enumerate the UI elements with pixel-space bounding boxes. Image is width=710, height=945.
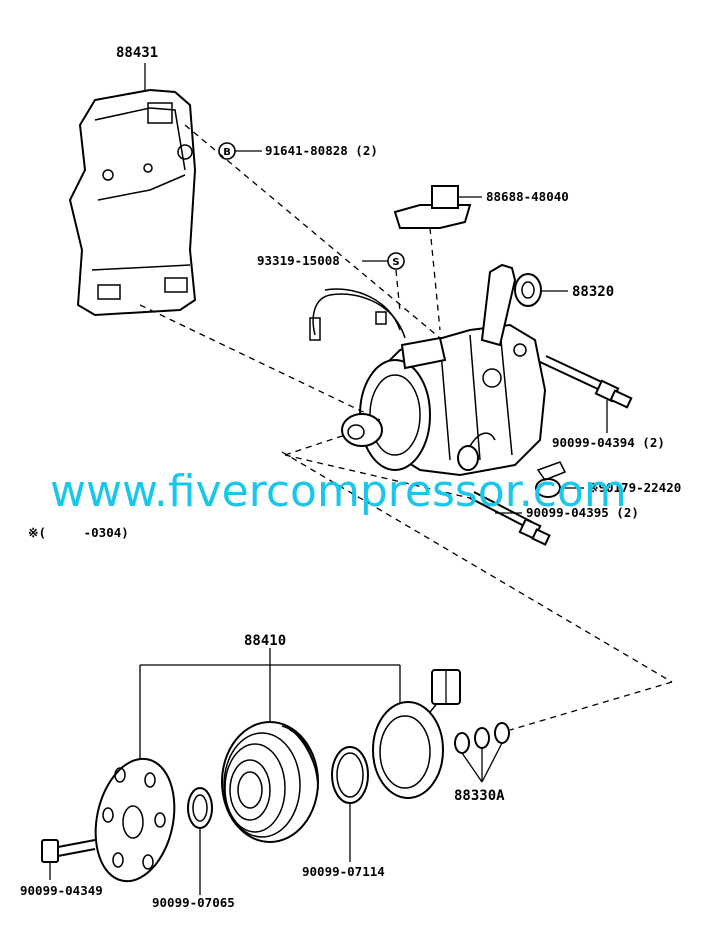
label-bolt-b: 91641-80828 (2) xyxy=(265,143,378,158)
hub-plate-drawing xyxy=(94,757,176,883)
watermark-text: www.fivercompressor.com xyxy=(50,466,627,517)
svg-text:B: B xyxy=(223,147,231,158)
label-bracket: 88431 xyxy=(116,45,158,61)
snap-ring-large-drawing xyxy=(331,746,369,862)
label-shims: 88330A xyxy=(454,788,505,804)
marker-b: B xyxy=(218,142,262,160)
pulley-drawing xyxy=(221,721,319,843)
label-bolt-short: 90099-04395 (2) xyxy=(526,505,639,520)
upper-dashed-lines xyxy=(139,124,471,499)
compressor-drawing xyxy=(309,263,547,477)
label-plate: 88688-48040 xyxy=(486,189,569,204)
label-snap-ring-small: 90099-07065 xyxy=(152,895,235,910)
label-clutch-assy: 88410 xyxy=(244,633,286,649)
svg-text:S: S xyxy=(392,257,399,268)
field-coil-drawing xyxy=(372,669,461,799)
bracket-drawing xyxy=(68,63,197,317)
hub-bolt-drawing xyxy=(41,839,96,880)
plate-drawing xyxy=(393,185,472,331)
bolt-long-drawing xyxy=(539,355,633,409)
snap-ring-small-drawing xyxy=(187,787,213,895)
label-bolt-long: 90099-04394 (2) xyxy=(552,435,665,450)
marker-s: S xyxy=(362,252,405,270)
label-snap-ring-large: 90099-07114 xyxy=(302,864,385,879)
label-clip: ※90179-22420 xyxy=(588,480,681,495)
shims-drawing xyxy=(454,722,510,783)
label-stud-s: 93319-15008 xyxy=(257,253,340,268)
label-hub-bolt: 90099-04349 xyxy=(20,883,103,898)
label-note: ※( -0304) xyxy=(28,525,129,540)
lower-dashed-lines xyxy=(281,451,673,731)
label-compressor: 88320 xyxy=(572,284,614,300)
